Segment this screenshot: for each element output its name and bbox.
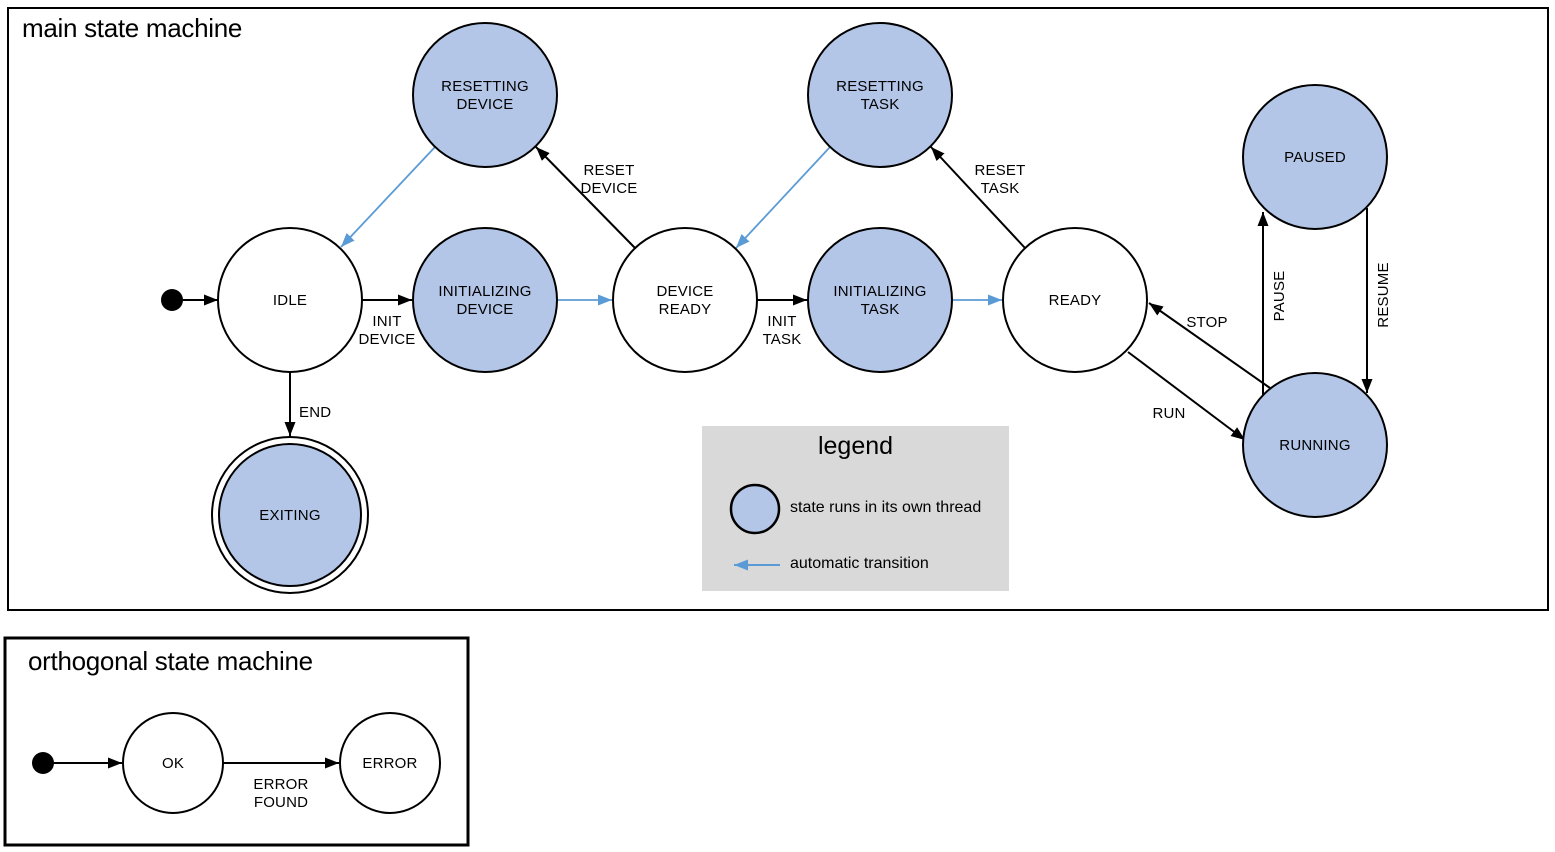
state-resetting-task [807, 22, 953, 168]
state-exiting [218, 443, 362, 587]
transition-auto-resetting-task-to-device-ready [735, 146, 831, 249]
state-running [1242, 372, 1388, 518]
orthogonal-panel-border [3, 636, 470, 847]
state-ok [122, 712, 224, 814]
transition-pause-label: PAUSE [1271, 271, 1288, 322]
transition-auto-resetting-device-to-idle [340, 146, 436, 248]
state-running-label: RUNNING [1279, 437, 1350, 454]
state-ok-label: OK [162, 755, 184, 772]
state-idle-label: IDLE [273, 292, 307, 309]
main-initial-state-dot [161, 289, 183, 311]
transition-run-label: RUN [1152, 405, 1185, 422]
threaded-state-circle-icon [729, 483, 781, 535]
state-initializing-device [412, 227, 558, 373]
state-initializing-task [807, 227, 953, 373]
state-ready [1002, 227, 1148, 373]
state-device-ready [612, 227, 758, 373]
state-error-label: ERROR [362, 755, 417, 772]
transition-end-label: END [299, 404, 331, 421]
transition-reset-task [930, 146, 1026, 249]
state-paused-label: PAUSED [1284, 149, 1346, 166]
transition-run [1127, 351, 1246, 441]
orthogonal-initial-state-dot [32, 752, 54, 774]
state-idle [217, 227, 363, 373]
state-error [339, 712, 441, 814]
state-ready-label: READY [1049, 292, 1102, 309]
state-exiting-label: EXITING [259, 507, 320, 524]
transition-stop [1148, 302, 1271, 389]
state-paused [1242, 84, 1388, 230]
transition-reset-device [535, 146, 636, 249]
main-panel-border [7, 7, 1549, 611]
transition-resume-label: RESUME [1375, 262, 1392, 327]
transition-stop-label: STOP [1186, 314, 1227, 331]
state-resetting-device [412, 22, 558, 168]
